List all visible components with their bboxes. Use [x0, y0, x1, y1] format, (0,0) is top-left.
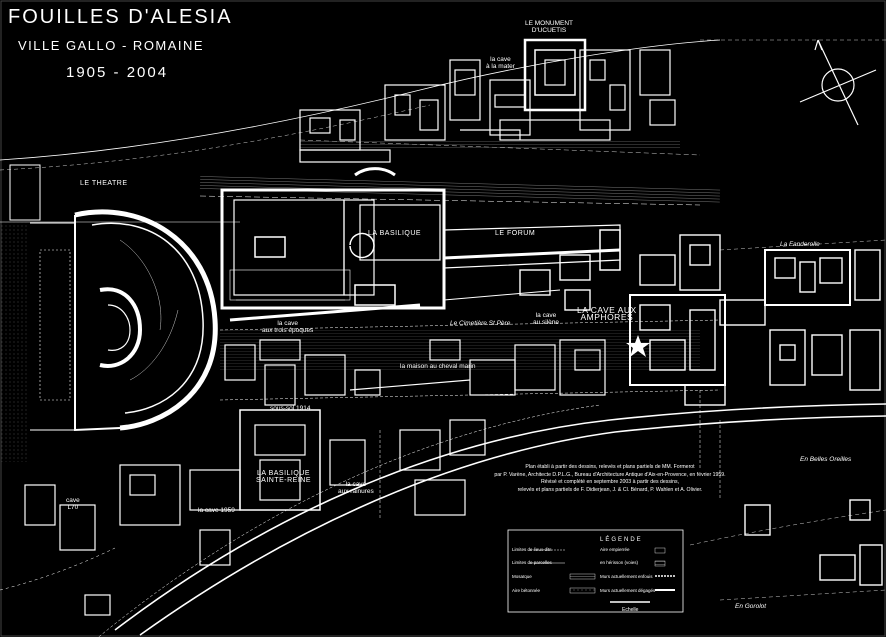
- legend-item: Aire empierrée: [600, 547, 630, 552]
- star-marker-icon: [626, 335, 650, 357]
- street-band-north: [300, 140, 680, 150]
- label-sous-sol: sous-sol 1914: [270, 405, 311, 412]
- boundary-lines: [0, 39, 886, 601]
- north-buildings: [299, 38, 676, 163]
- legend-item: Mosaïque: [512, 574, 532, 579]
- far-east-buildings: [719, 249, 883, 586]
- label-maison-cheval: la maison au cheval marin: [400, 363, 476, 370]
- credits: Plan établi à partir des dessins, relevé…: [494, 464, 726, 493]
- compass-rose-icon: [799, 39, 877, 126]
- legend-item: Murs actuellement dégagés: [600, 588, 656, 593]
- scale-label: Echelle: [622, 607, 639, 613]
- dotted-area-west: [0, 222, 28, 462]
- legend-box: [507, 529, 684, 613]
- label-theatre: LE THEATRE: [80, 180, 128, 187]
- legend-item: Murs actuellement enfouis: [600, 574, 653, 579]
- forum-basilica: [220, 167, 621, 322]
- theatre: [9, 164, 218, 432]
- map-subtitle: VILLE GALLO - ROMAINE: [18, 38, 205, 53]
- legend-item: Limites de parcelles: [512, 560, 552, 565]
- legend-item: en hérisson (voies): [600, 560, 639, 565]
- map-title: FOUILLES D'ALESIA: [8, 6, 233, 28]
- legend-item: Aire bétonnée: [512, 588, 541, 593]
- street-band: [199, 175, 721, 203]
- street-lines: [219, 319, 721, 520]
- east-buildings: [519, 234, 726, 406]
- label-belles-oreilles: En Belles Oreilles: [800, 456, 852, 463]
- label-basilique: LA BASILIQUE: [368, 230, 422, 237]
- legend-title: LÉGENDE: [600, 537, 643, 543]
- label-fanderolle: La Fanderolle: [780, 241, 820, 248]
- label-forum: LE FORUM: [495, 230, 536, 237]
- legend-item: Limites de lieux-dits: [512, 547, 552, 552]
- south-buildings: [24, 339, 606, 616]
- label-cimetiere: Le Cimetière St Père: [450, 320, 511, 327]
- label-gorolot: En Gorolot: [735, 603, 767, 610]
- map-years: 1905 - 2004: [66, 64, 169, 81]
- road-band: [98, 403, 886, 637]
- label-cave-1959: la cave 1959: [198, 507, 235, 514]
